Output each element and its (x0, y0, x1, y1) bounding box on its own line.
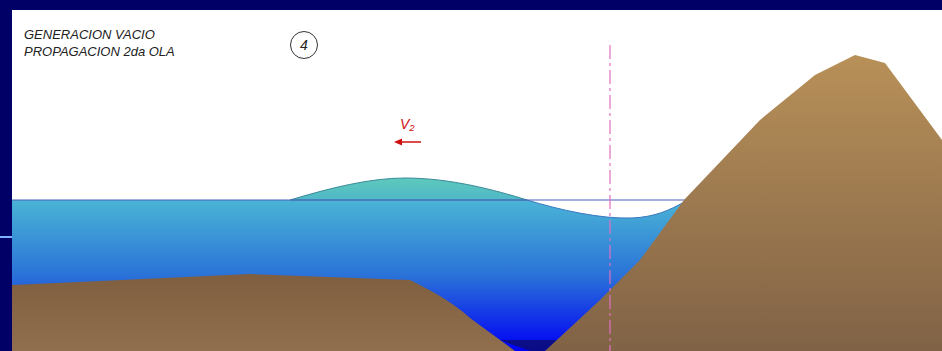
axis-line (609, 45, 610, 351)
velocity-arrow (400, 141, 421, 143)
seabed (12, 274, 515, 351)
velocity-arrowhead (394, 139, 402, 146)
stage-title: PROPAGACION 2da OLA (24, 44, 175, 60)
wave-trough (527, 199, 684, 218)
still-water-line (12, 200, 690, 201)
trough-line (527, 200, 684, 218)
wave-crest (290, 178, 527, 200)
panel (12, 10, 942, 351)
mountain (545, 55, 942, 351)
velocity-label: V₂ (400, 116, 415, 133)
callout-number: 4 (300, 37, 308, 53)
stage-title: GENERACION VACIO (24, 27, 155, 43)
callout-circle: 4 (290, 31, 318, 59)
